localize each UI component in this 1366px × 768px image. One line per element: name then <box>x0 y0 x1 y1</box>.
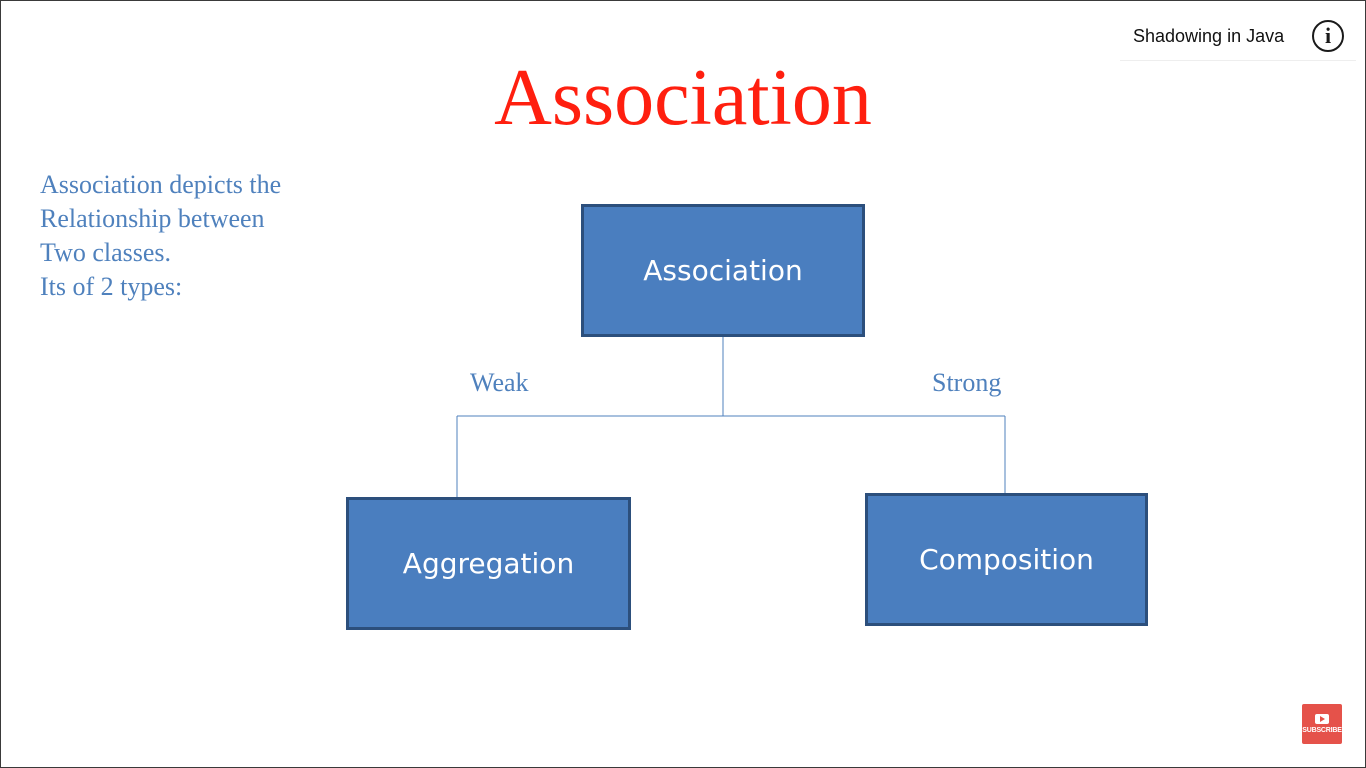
info-glyph: i <box>1324 23 1332 48</box>
aggregation-box: Aggregation <box>346 497 631 630</box>
video-title-link[interactable]: Shadowing in Java <box>1133 26 1285 46</box>
description-line: Relationship between <box>40 204 265 233</box>
slide-title: Association <box>494 54 872 142</box>
video-info-card[interactable]: Shadowing in Java i <box>1120 14 1356 61</box>
subscribe-label: SUBSCRIBE <box>1302 727 1342 734</box>
composition-box-label: Composition <box>919 543 1094 576</box>
play-icon <box>1315 714 1329 724</box>
description-line: Two classes. <box>40 238 172 267</box>
info-icon[interactable]: i <box>1312 20 1344 52</box>
weak-label: Weak <box>470 368 529 397</box>
subscribe-button[interactable]: SUBSCRIBE <box>1302 704 1342 744</box>
slide-description: Association depicts the Relationship bet… <box>40 168 360 304</box>
association-box: Association <box>581 204 865 337</box>
description-line: Association depicts the <box>40 170 282 199</box>
description-line: Its of 2 types: <box>40 272 183 301</box>
strong-label: Strong <box>932 368 1002 397</box>
composition-box: Composition <box>865 493 1148 626</box>
aggregation-box-label: Aggregation <box>402 547 575 580</box>
association-box-label: Association <box>643 254 803 287</box>
